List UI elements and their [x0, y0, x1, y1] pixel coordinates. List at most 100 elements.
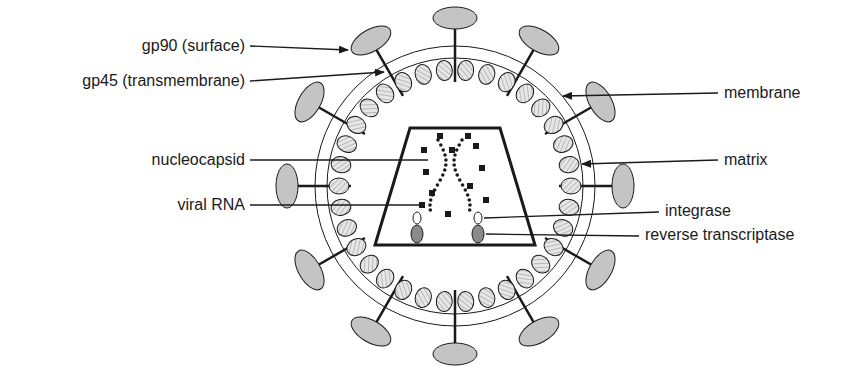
rna-dot	[436, 183, 440, 187]
nucleocapsid-protein	[423, 169, 429, 175]
rna-dot	[441, 148, 445, 152]
membrane-inner	[327, 58, 583, 314]
spike-head	[514, 311, 563, 352]
matrix-protein	[335, 217, 359, 239]
nucleocapsid-protein	[479, 165, 485, 171]
rna-dot	[438, 178, 442, 182]
rna-dot	[439, 143, 443, 147]
spike-head	[514, 20, 563, 61]
matrix-protein	[512, 81, 537, 107]
matrix-protein	[476, 63, 497, 87]
matrix-protein	[373, 266, 398, 292]
rna-dot	[455, 148, 459, 152]
matrix-protein	[558, 155, 581, 174]
matrix-protein	[541, 235, 566, 259]
nucleocapsid-protein	[467, 183, 473, 189]
matrix-protein	[435, 60, 453, 81]
matrix-protein	[495, 277, 518, 302]
matrix-protein	[413, 63, 434, 87]
nucleocapsid-protein	[449, 147, 455, 153]
matrix-protein	[558, 198, 581, 217]
rna-dot	[467, 198, 471, 202]
rna-strands	[419, 133, 489, 217]
matrix-protein	[457, 60, 475, 81]
matrix-protein	[561, 178, 581, 194]
matrix-ring	[329, 60, 581, 312]
core-capsid	[375, 128, 535, 245]
spike-head	[276, 164, 298, 208]
rna-dot	[444, 163, 448, 167]
rna-dot	[455, 173, 459, 177]
matrix-protein	[541, 113, 566, 137]
rna-dot	[460, 138, 464, 142]
matrix-protein	[528, 95, 554, 120]
leader-arrow	[582, 160, 718, 164]
nucleocapsid-protein	[445, 211, 451, 217]
matrix-protein	[435, 291, 453, 312]
matrix-protein	[476, 286, 497, 310]
rna-dot	[464, 188, 468, 192]
integrase-symbol	[413, 212, 421, 224]
enzymes	[411, 212, 484, 243]
matrix-protein	[392, 70, 415, 95]
matrix-protein	[335, 133, 359, 155]
matrix-protein	[413, 286, 434, 310]
matrix-protein	[373, 81, 398, 107]
spike-stalk	[454, 290, 457, 344]
matrix-protein	[495, 70, 518, 95]
matrix-protein	[330, 155, 353, 174]
nucleocapsid-protein	[429, 190, 435, 196]
rna-dot	[468, 208, 472, 212]
matrix-protein	[329, 178, 349, 194]
matrix-protein	[528, 251, 554, 276]
nucleocapsid-protein	[421, 147, 427, 153]
rna-dot	[452, 158, 456, 162]
part-label: integrase	[665, 201, 731, 221]
part-label: gp90 (surface)	[142, 36, 245, 56]
membrane-outer	[315, 46, 595, 326]
rna-dot	[441, 173, 445, 177]
spike-head	[580, 77, 621, 126]
nucleocapsid-protein	[437, 133, 443, 139]
rna-dot	[452, 163, 456, 167]
matrix-protein	[344, 113, 369, 137]
leader-line	[250, 159, 428, 160]
spike-head	[289, 245, 330, 294]
rna-dot	[453, 153, 457, 157]
leader-line	[484, 212, 659, 218]
integrase-symbol	[474, 212, 482, 224]
rna-dot	[443, 168, 447, 172]
rna-dot	[444, 158, 448, 162]
rna-dot	[443, 153, 447, 157]
leader-line	[486, 234, 639, 236]
rna-dot	[468, 203, 472, 207]
nucleocapsid-protein	[483, 197, 489, 203]
leader-arrow	[563, 93, 718, 96]
part-label: viral RNA	[177, 195, 245, 215]
rna-dot	[461, 183, 465, 187]
spike-head	[346, 20, 395, 61]
rna-dot	[453, 168, 457, 172]
part-label: matrix	[724, 150, 768, 170]
leader-lines	[250, 46, 718, 236]
matrix-protein	[356, 95, 382, 120]
nucleocapsid-protein	[473, 143, 479, 149]
spike-stalk	[454, 28, 457, 82]
rna-dot	[429, 198, 433, 202]
spike-head	[346, 311, 395, 352]
reverse-transcriptase-symbol	[472, 225, 484, 243]
matrix-protein	[330, 198, 353, 217]
spike-stalks	[297, 28, 613, 344]
reverse-transcriptase-symbol	[411, 225, 423, 243]
leader-arrow	[250, 46, 348, 50]
spike-head	[580, 245, 621, 294]
matrix-protein	[512, 266, 537, 292]
part-label: membrane	[724, 83, 800, 103]
rna-dot	[428, 203, 432, 207]
spike-head	[289, 77, 330, 126]
part-label: gp45 (transmembrane)	[82, 71, 245, 91]
part-label: reverse transcriptase	[645, 225, 794, 245]
spike-heads	[276, 7, 634, 365]
rna-dot	[457, 143, 461, 147]
